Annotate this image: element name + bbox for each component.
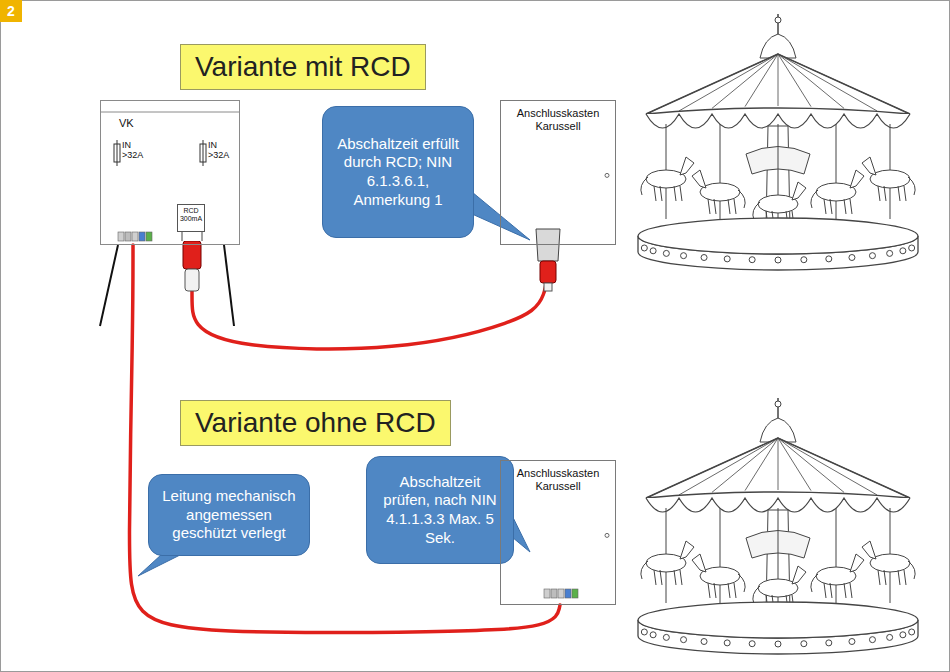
callout-bubble: Abschaltzeit prüfen, nach NIN 4.1.1.3.3 …: [366, 456, 514, 564]
box-screw: [605, 173, 609, 177]
power-cable: [129, 245, 560, 633]
node-text: Anschlusskasten Karussell: [505, 467, 611, 492]
carousel-illustration: [638, 14, 918, 270]
terminal-block: [118, 232, 152, 241]
node-text: Leitung mechanisch angemessen geschützt …: [157, 487, 301, 543]
figure-number: 2: [0, 0, 22, 22]
fuse-symbol: [200, 140, 206, 166]
cee-socket: [536, 229, 560, 291]
power-cable: [192, 245, 548, 349]
fuse-rating: IN >32A: [122, 141, 154, 161]
node-text: Anschlusskasten Karussell: [505, 107, 611, 132]
callout-bubble: Abschaltzeit erfüllt durch RCD; NIN 6.1.…: [322, 106, 474, 238]
box-screw: [605, 533, 609, 537]
node-text: Abschaltzeit erfüllt durch RCD; NIN 6.1.…: [331, 135, 465, 210]
terminal-block: [544, 589, 578, 598]
distribution-box: VK RCD 300mA: [100, 100, 240, 245]
node-text: Variante ohne RCD: [195, 407, 436, 439]
callout-bubble: Leitung mechanisch angemessen geschützt …: [148, 474, 310, 556]
callout-tail: [472, 192, 530, 240]
stand-leg: [100, 245, 118, 326]
carousel-illustration: [638, 398, 918, 654]
stand-leg: [224, 245, 234, 326]
callout-tail: [138, 554, 182, 576]
node-text: Variante mit RCD: [195, 51, 411, 83]
node-text: VK: [119, 117, 134, 129]
title-box: Variante mit RCD: [180, 44, 426, 90]
node-text: Abschaltzeit prüfen, nach NIN 4.1.1.3.3 …: [375, 473, 505, 548]
cee-plug: [182, 223, 202, 291]
fuse-symbol: [114, 140, 120, 166]
callout-tail: [512, 515, 530, 552]
node-text: RCD 300mA: [179, 207, 203, 222]
box-lid-line: [100, 112, 240, 113]
connection-box: Anschlusskasten Karussell: [500, 100, 616, 245]
fuse-rating: IN >32A: [208, 141, 240, 161]
connection-box: Anschlusskasten Karussell: [500, 460, 616, 605]
title-box: Variante ohne RCD: [180, 400, 451, 446]
rcd-box: RCD 300mA: [177, 204, 205, 232]
